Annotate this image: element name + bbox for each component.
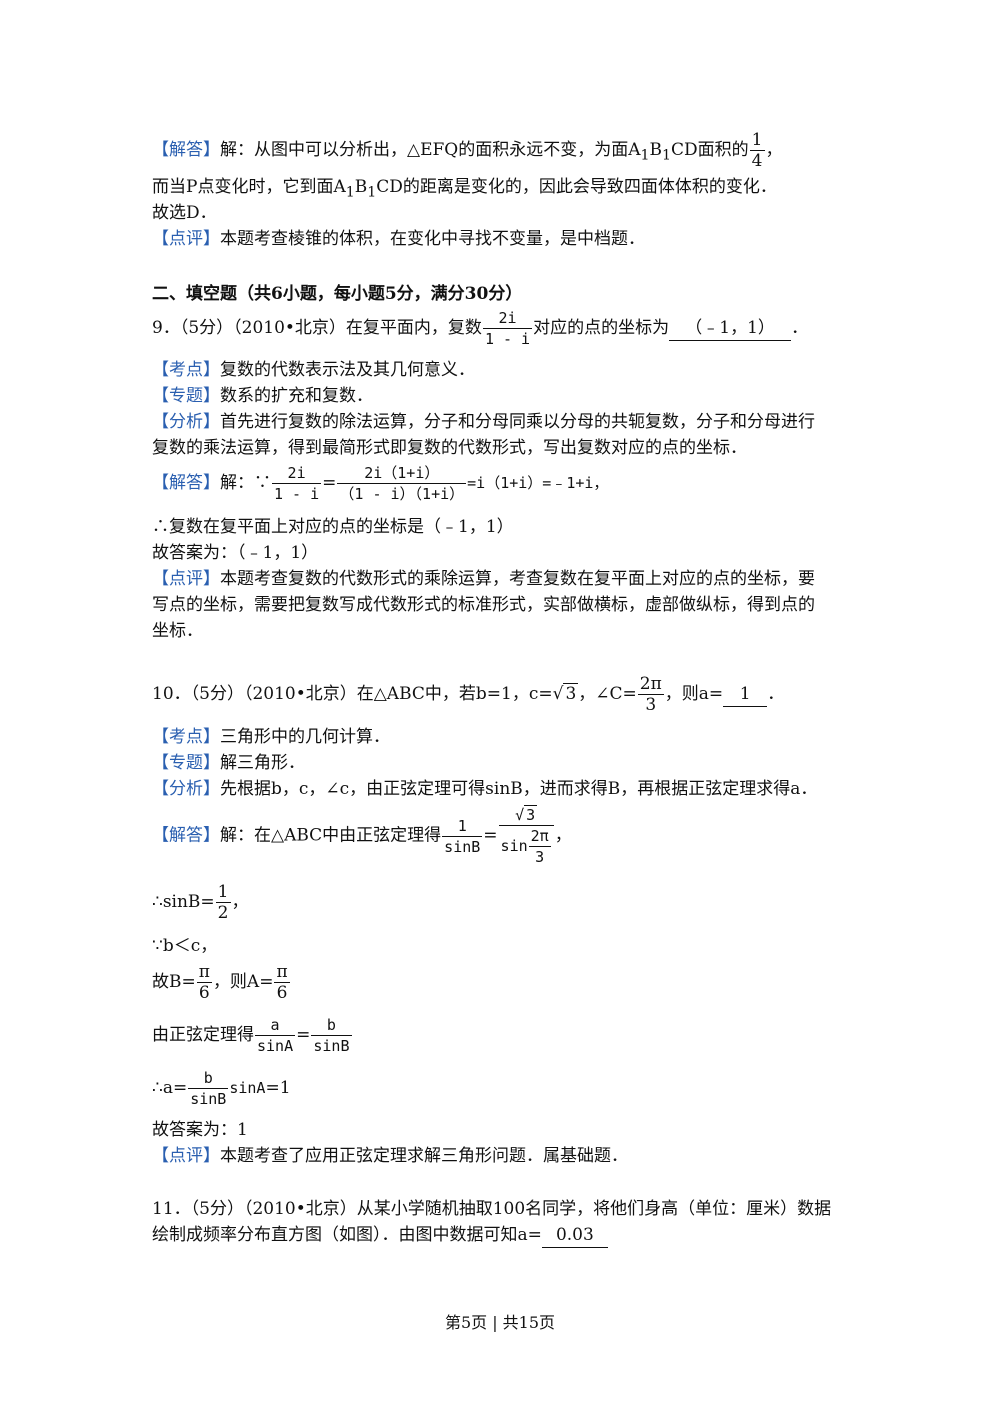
answer-blank: 0.03 (541, 1223, 608, 1248)
answer-blank: 1 (723, 682, 768, 707)
page-footer: 第5页 | 共15页 (444, 1313, 556, 1332)
q9-answer-line: 故答案为：（﹣1，1） (152, 543, 319, 563)
q9-dianping2: 写点的坐标，需要把复数写成代数形式的标准形式，实部做横标，虚部做纵标，得到点的 (152, 595, 815, 615)
q9-fenxi2: 复数的乘法运算，得到最简形式即复数的代数形式，写出复数对应的点的坐标． (152, 438, 747, 458)
q10-kaodian: 【考点】三角形中的几何计算． (152, 727, 390, 747)
answer-blank: （﹣1，1） (669, 316, 792, 341)
q9-dianping3: 坐标． (152, 621, 203, 641)
q10-fenxi: 【分析】先根据b，c，∠c，由正弦定理可得sinB，进而求得B，再根据正弦定理求… (152, 779, 818, 799)
prev-line2: 而当P点变化时，它到面A1B1CD的距离是变化的，因此会导致四面体体积的变化． (152, 177, 777, 201)
q10-l2: ∵b＜c， (152, 936, 218, 956)
q9-zhuanti: 【专题】数系的扩充和复数． (152, 386, 373, 406)
q9-therefore: ∴复数在复平面上对应的点的坐标是（﹣1，1） (152, 517, 514, 537)
prev-dianping: 【点评】本题考查棱锥的体积，在变化中寻找不变量，是中档题． (152, 229, 645, 249)
dianping-tag: 【点评】 (152, 229, 220, 249)
q9-fenxi1: 【分析】首先进行复数的除法运算，分子和分母同乘以分母的共轭复数，分子和分母进行 (152, 412, 815, 432)
q9-dianping1: 【点评】本题考查复数的代数形式的乘除运算，考查复数在复平面上对应的点的坐标，要 (152, 569, 815, 589)
sqrt: √3 (552, 683, 579, 704)
prev-line3: 故选D． (152, 203, 217, 223)
q10-zhuanti: 【专题】解三角形． (152, 753, 305, 773)
q10-answer-line: 故答案为：1 (152, 1120, 248, 1140)
q10-dianping: 【点评】本题考查了应用正弦定理求解三角形问题．属基础题． (152, 1146, 628, 1166)
q9-kaodian: 【考点】复数的代数表示法及其几何意义． (152, 360, 475, 380)
q11-line2: 绘制成频率分布直方图（如图）．由图中数据可知a=0.03 (152, 1223, 608, 1248)
section-title: 二、填空题（共6小题，每小题5分，满分30分） (152, 284, 523, 304)
jieda-tag: 【解答】 (152, 140, 220, 160)
q11-line1: 11．（5分）（2010•北京）从某小学随机抽取100名同学，将他们身高（单位：… (152, 1199, 832, 1219)
